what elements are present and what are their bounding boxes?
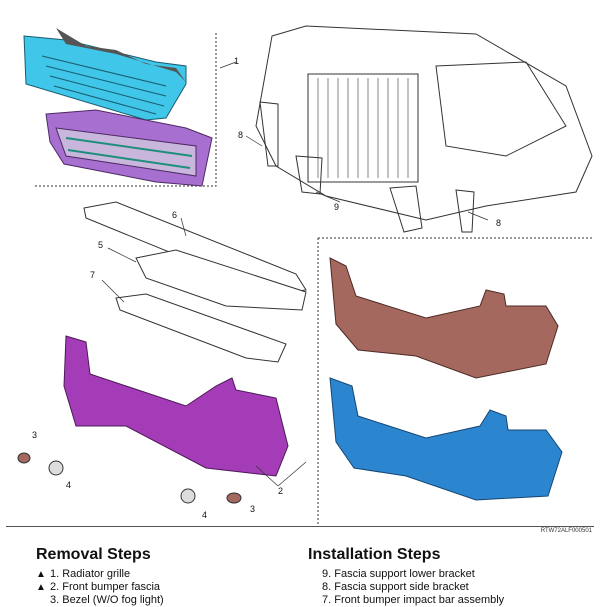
warning-triangle-icon: ▲ [36, 569, 46, 580]
bezel-left [17, 452, 31, 464]
callout-8b: 8 [496, 218, 501, 228]
callout-3b: 3 [250, 504, 255, 514]
fog-light-left [48, 460, 64, 476]
impact-bars [83, 201, 307, 363]
callout-4a: 4 [66, 480, 71, 490]
install-step-9: 9. Fascia support lower bracket [322, 568, 475, 580]
callout-2: 2 [278, 486, 283, 496]
callout-1: 1 [234, 56, 239, 66]
install-dashed-frame [317, 237, 594, 524]
callout-6: 6 [172, 210, 177, 220]
bezel-right [226, 492, 242, 504]
exploded-diagram: 1 2 3 3 4 4 5 6 7 8 8 9 [6, 6, 594, 527]
grille-purple [45, 109, 213, 187]
removal-title: Removal Steps [36, 546, 151, 563]
callout-5: 5 [98, 240, 103, 250]
callout-7: 7 [90, 270, 95, 280]
leader-lines [101, 61, 489, 487]
figure-code: RTW72ALF000501 [540, 528, 592, 534]
callout-4b: 4 [202, 510, 207, 520]
removal-steps: Removal Steps ▲1. Radiator grille ▲2. Fr… [36, 546, 164, 607]
warning-triangle-icon: ▲ [36, 582, 46, 593]
grille-cyan [23, 28, 187, 121]
removal-step-2: ▲2. Front bumper fascia [36, 581, 161, 593]
diagram-svg: 1 2 3 3 4 4 5 6 7 8 8 9 [17, 25, 594, 524]
fog-light-right [180, 488, 196, 504]
callout-8a: 8 [238, 130, 243, 140]
callout-9: 9 [334, 202, 339, 212]
installation-steps: Installation Steps 9. Fascia support low… [308, 546, 504, 607]
engine-bay [255, 25, 593, 233]
fascia-blue [329, 377, 563, 501]
grille-dashed-frame [35, 32, 217, 187]
fascia-brown [329, 257, 559, 379]
fascia-magenta [63, 335, 289, 477]
install-step-8: 8. Fascia support side bracket [322, 581, 469, 593]
removal-step-1: ▲1. Radiator grille [36, 568, 131, 580]
installation-title: Installation Steps [308, 546, 441, 563]
callout-3a: 3 [32, 430, 37, 440]
